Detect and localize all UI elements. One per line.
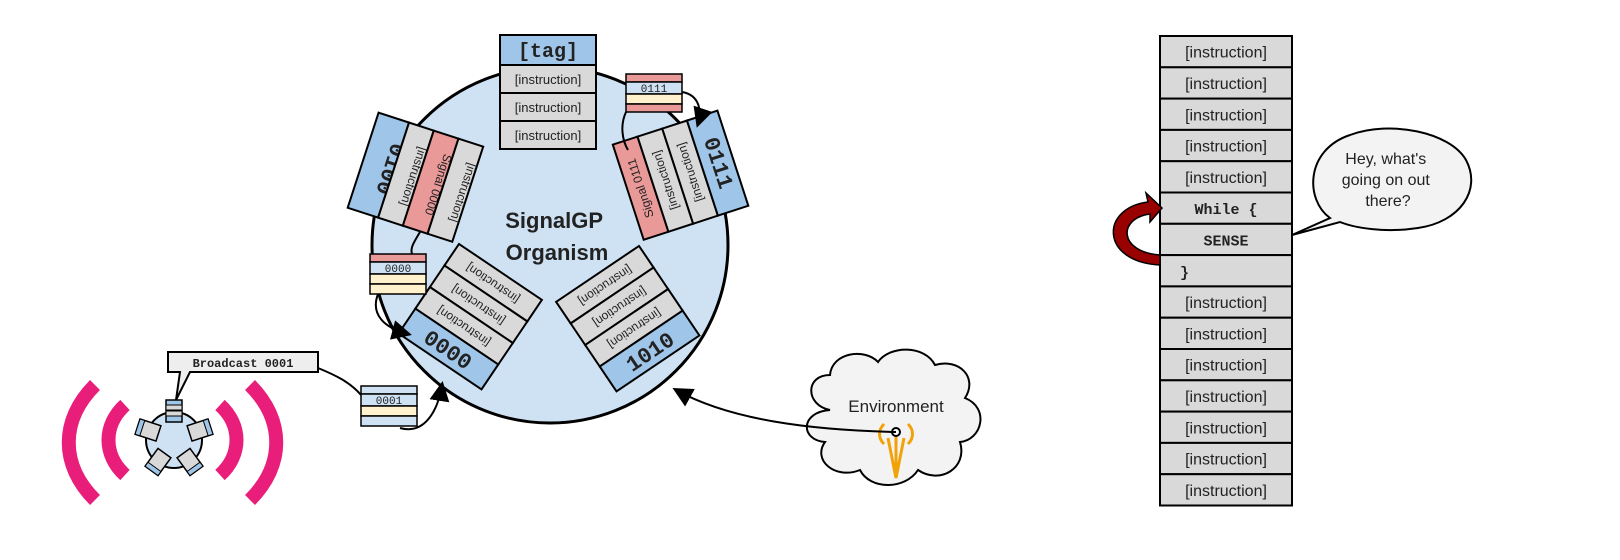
speech-bubble: Hey, what's going on out there? — [1291, 127, 1473, 236]
stack-row-label: [instruction] — [1185, 76, 1267, 93]
instruction-label: [instruction] — [515, 128, 581, 143]
stack-row: [instruction] — [1159, 160, 1293, 194]
loop-arrow — [1112, 190, 1164, 266]
speech-text: Hey, what's going on out there? — [1342, 151, 1435, 210]
message-tag: 0000 — [385, 264, 411, 276]
arrow-message-0111 — [681, 91, 713, 128]
broadcast-wave — [101, 399, 131, 481]
stack-row: While { — [1159, 191, 1293, 225]
arrow-environment-to-1010 — [672, 388, 897, 433]
function-top: [tag] [instruction] [instruction] [instr… — [499, 34, 597, 150]
broadcast-wave — [214, 399, 244, 481]
stack-row: [instruction] — [1159, 379, 1293, 413]
organism-title-line2: Organism — [506, 240, 609, 265]
organism-title: SignalGP Organism — [505, 208, 609, 265]
stack-row-label: [instruction] — [1185, 45, 1267, 62]
stack-row-label: [instruction] — [1185, 295, 1267, 312]
stack-row-label: [instruction] — [1185, 107, 1267, 124]
stack-row: [instruction] — [1159, 473, 1293, 507]
stack-row-label: [instruction] — [1185, 420, 1267, 437]
organism-title-line1: SignalGP — [505, 208, 602, 233]
stack-row: [instruction] — [1159, 316, 1293, 351]
stack-row-label: [instruction] — [1185, 389, 1267, 406]
stack-row: [instruction] — [1159, 410, 1293, 444]
arrow-message-0000-source — [410, 231, 421, 255]
stack-row: [instruction] — [1159, 35, 1293, 69]
broadcast-organism — [61, 380, 284, 505]
environment-label: Environment — [848, 397, 944, 416]
program-stack: [instruction] [instruction] [instruction] [… — [1159, 35, 1293, 507]
stack-row-label: While { — [1194, 202, 1257, 219]
function-0000: [instruction] [instruction] [instruction… — [397, 242, 544, 391]
stack-row-label: [instruction] — [1185, 326, 1267, 343]
stack-row: SENSE — [1159, 222, 1293, 257]
function-1010: [instruction] [instruction] [instruction… — [554, 244, 701, 393]
arrow-message-0000 — [374, 293, 412, 340]
instruction-label: [instruction] — [515, 100, 581, 115]
stack-row: } — [1159, 254, 1293, 288]
broadcast-wave — [61, 380, 101, 505]
instruction-label: [instruction] — [515, 72, 581, 87]
broadcast-callout: Broadcast 0001 — [167, 351, 319, 401]
message-tag: 0001 — [376, 396, 403, 408]
environment-cloud: Environment — [805, 348, 982, 486]
broadcast-label: Broadcast 0001 — [193, 357, 294, 371]
arrow-message-0111-return — [621, 111, 629, 151]
stack-row: [instruction] — [1159, 97, 1293, 131]
message-0111: 0111 — [625, 73, 683, 113]
arrow-message-0001 — [399, 381, 450, 431]
stack-row-label: [instruction] — [1185, 170, 1267, 187]
stack-row: [instruction] — [1159, 128, 1293, 163]
function-0100: 0100 [instruction] Signal 0000 [instruct… — [346, 111, 485, 244]
message-tag: 0111 — [641, 84, 668, 96]
broadcast-wave — [244, 380, 284, 505]
stack-row: [instruction] — [1159, 441, 1293, 476]
stack-row-label: [instruction] — [1185, 358, 1267, 375]
stack-row: [instruction] — [1159, 66, 1293, 100]
arrow-broadcast-to-message — [317, 367, 362, 396]
stack-row: [instruction] — [1159, 285, 1293, 319]
stack-row-label: SENSE — [1203, 233, 1248, 250]
function-tag-header: [tag] — [518, 41, 578, 64]
stack-row-label: } — [1180, 265, 1189, 282]
stack-row-label: [instruction] — [1185, 483, 1267, 500]
stack-row-label: [instruction] — [1185, 452, 1267, 469]
stack-row: [instruction] — [1159, 348, 1293, 382]
message-0001: 0001 — [360, 385, 418, 427]
stack-row-label: [instruction] — [1185, 139, 1267, 156]
message-0000: 0000 — [369, 253, 427, 295]
